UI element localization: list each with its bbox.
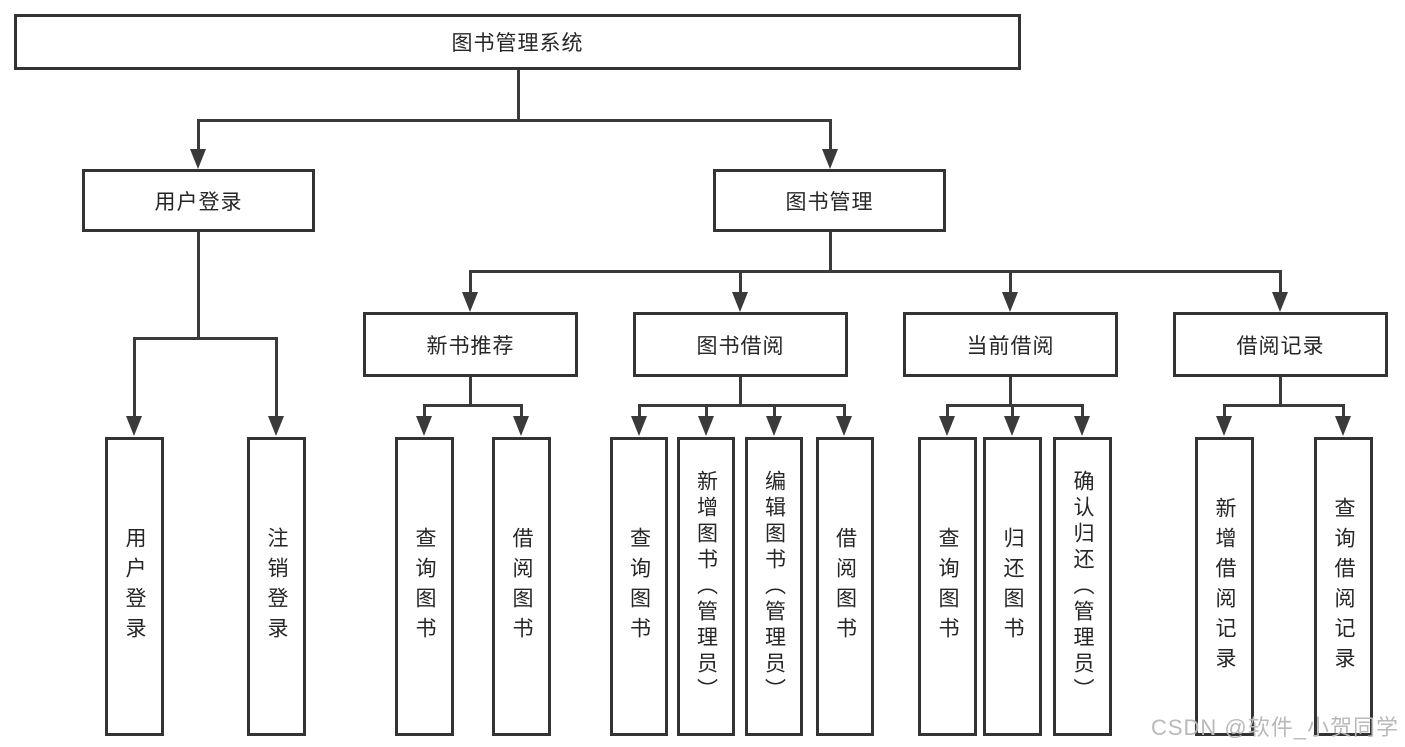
root-box-label: 图书管理系统: [451, 32, 584, 55]
connector-newbooks-hline: [423, 404, 523, 407]
leaf-bw-edit: 编辑图书（管理员）: [745, 437, 803, 736]
connector-drop-ul1: [133, 337, 136, 420]
leaf-logout-label: 注销登录: [265, 526, 288, 647]
arrowhead-rc2-icon: [1335, 416, 1351, 436]
node-book-mgmt-label: 图书管理: [785, 190, 874, 214]
leaf-user-login: 用户登录: [105, 437, 164, 736]
connector-borrow-hline: [638, 404, 846, 407]
leaf-nb-query-label: 查询图书: [413, 526, 436, 647]
connector-userlogin-hline: [133, 337, 278, 340]
connector-drop-cu2: [1011, 404, 1014, 418]
node-records-label: 借阅记录: [1236, 334, 1325, 358]
connector-drop-cu1: [946, 404, 949, 418]
root-box: 图书管理系统: [14, 14, 1021, 70]
connector-newbooks-stem: [469, 377, 472, 406]
connector-drop-book-mgmt: [829, 119, 832, 154]
connector-bookmgmt-stem: [829, 232, 832, 272]
connector-drop-ul2: [275, 337, 278, 420]
leaf-bw-query: 查询图书: [610, 437, 668, 736]
arrowhead-cu3-icon: [1074, 416, 1090, 436]
arrowhead-current-icon: [1002, 292, 1018, 312]
node-user-login: 用户登录: [82, 169, 315, 232]
leaf-bw-edit-label: 编辑图书（管理员）: [762, 469, 786, 704]
node-new-books-label: 新书推荐: [426, 334, 515, 358]
connector-drop-cu3: [1081, 404, 1084, 418]
leaf-rc-query: 查询借阅记录: [1314, 437, 1373, 736]
leaf-cu-query: 查询图书: [918, 437, 977, 736]
leaf-bw-query-label: 查询图书: [627, 526, 651, 647]
node-user-login-label: 用户登录: [154, 190, 243, 214]
arrowhead-ul2-icon: [268, 416, 284, 436]
arrowhead-user-login-icon: [190, 149, 206, 169]
arrowhead-nb1-icon: [416, 416, 432, 436]
arrowhead-rc1-icon: [1216, 416, 1232, 436]
leaf-user-login-label: 用户登录: [123, 526, 146, 647]
connector-drop-rc1: [1223, 404, 1226, 418]
leaf-rc-add-label: 新增借阅记录: [1213, 496, 1236, 677]
arrowhead-ul1-icon: [126, 416, 142, 436]
connector-borrow-stem: [739, 377, 742, 406]
connector-drop-bw3: [773, 404, 776, 418]
connector-userlogin-stem: [197, 232, 200, 339]
connector-current-hline: [946, 404, 1083, 407]
leaf-cu-return: 归还图书: [983, 437, 1042, 736]
leaf-cu-query-label: 查询图书: [936, 526, 959, 647]
node-records: 借阅记录: [1173, 312, 1388, 377]
connector-drop-nb2: [520, 404, 523, 418]
node-borrow-label: 图书借阅: [696, 334, 785, 358]
connector-drop-l3-2: [739, 270, 742, 295]
leaf-nb-query: 查询图书: [395, 437, 454, 736]
arrowhead-newbooks-icon: [462, 292, 478, 312]
connector-drop-rc2: [1342, 404, 1345, 418]
connector-bookmgmt-hline: [469, 270, 1282, 273]
arrowhead-borrow-icon: [732, 292, 748, 312]
leaf-logout: 注销登录: [247, 437, 306, 736]
csdn-watermark: CSDN @软件_小贺同学: [1150, 715, 1399, 740]
node-book-mgmt: 图书管理: [713, 169, 946, 232]
connector-drop-user-login: [197, 119, 200, 154]
connector-current-stem: [1009, 377, 1012, 406]
connector-root-stem: [517, 70, 520, 121]
connector-drop-bw4: [843, 404, 846, 418]
leaf-nb-borrow: 借阅图书: [492, 437, 551, 736]
node-current-label: 当前借阅: [966, 334, 1055, 358]
arrowhead-cu1-icon: [939, 416, 955, 436]
arrowhead-cu2-icon: [1004, 416, 1020, 436]
arrowhead-records-icon: [1272, 292, 1288, 312]
leaf-nb-borrow-label: 借阅图书: [510, 526, 533, 647]
arrowhead-bw4-icon: [836, 416, 852, 436]
connector-drop-l3-1: [469, 270, 472, 295]
leaf-bw-add-label: 新增图书（管理员）: [694, 469, 718, 704]
arrowhead-nb2-icon: [513, 416, 529, 436]
connector-root-hline: [197, 119, 832, 122]
connector-drop-l3-3: [1009, 270, 1012, 295]
node-new-books: 新书推荐: [363, 312, 578, 377]
leaf-cu-confirm: 确认归还（管理员）: [1053, 437, 1112, 736]
connector-drop-l3-4: [1279, 270, 1282, 295]
node-borrow: 图书借阅: [633, 312, 848, 377]
leaf-cu-confirm-label: 确认归还（管理员）: [1071, 469, 1094, 704]
leaf-cu-return-label: 归还图书: [1001, 526, 1024, 647]
arrowhead-bw1-icon: [631, 416, 647, 436]
node-current: 当前借阅: [903, 312, 1118, 377]
connector-drop-nb1: [423, 404, 426, 418]
arrowhead-bw2-icon: [698, 416, 714, 436]
arrowhead-bw3-icon: [766, 416, 782, 436]
leaf-bw-borrow: 借阅图书: [816, 437, 874, 736]
connector-drop-bw2: [705, 404, 708, 418]
connector-drop-bw1: [638, 404, 641, 418]
leaf-rc-query-label: 查询借阅记录: [1332, 496, 1355, 677]
leaf-bw-add: 新增图书（管理员）: [677, 437, 735, 736]
connector-records-hline: [1223, 404, 1345, 407]
leaf-rc-add: 新增借阅记录: [1195, 437, 1254, 736]
connector-records-stem: [1279, 377, 1282, 406]
leaf-bw-borrow-label: 借阅图书: [833, 526, 857, 647]
arrowhead-book-mgmt-icon: [822, 149, 838, 169]
